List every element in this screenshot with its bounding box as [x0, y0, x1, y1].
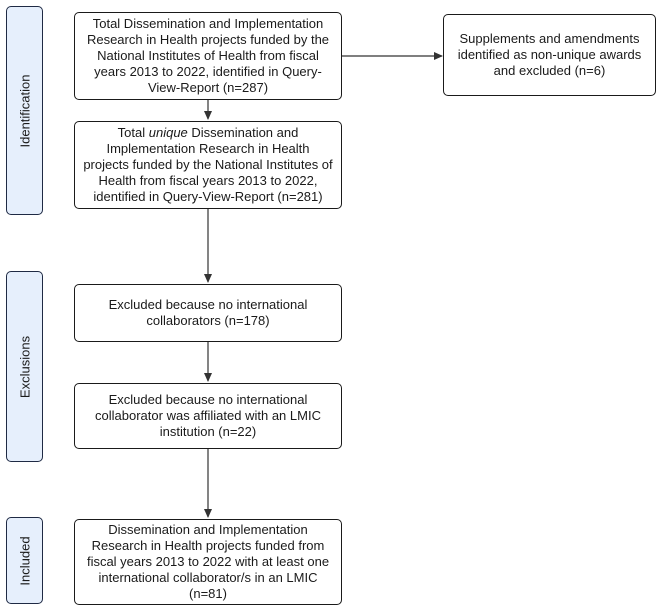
box-total-projects-text: Total Dissemination and Implementation R… — [86, 16, 330, 95]
box-included-final-text: Dissemination and Implementation Researc… — [86, 522, 330, 601]
box-excluded-no-lmic-text: Excluded because no international collab… — [95, 392, 321, 439]
phase-exclusions-label: Exclusions — [17, 335, 32, 398]
unique-emphasis: unique — [148, 125, 188, 140]
box-excluded-no-international: Excluded because no international collab… — [74, 284, 342, 342]
box-unique-projects-text: Total unique Dissemination and Implement… — [83, 125, 333, 205]
phase-identification: Identification — [6, 6, 43, 215]
box-supplements-excluded: Supplements and amendments identified as… — [443, 14, 656, 96]
phase-exclusions: Exclusions — [6, 271, 43, 462]
unique-prefix: Total — [117, 125, 149, 140]
phase-included: Included — [6, 517, 43, 604]
box-excluded-no-international-text: Excluded because no international collab… — [108, 297, 308, 328]
box-unique-projects: Total unique Dissemination and Implement… — [74, 121, 342, 209]
box-total-projects: Total Dissemination and Implementation R… — [74, 12, 342, 100]
box-included-final: Dissemination and Implementation Researc… — [74, 519, 342, 605]
phase-identification-label: Identification — [17, 74, 32, 147]
phase-included-label: Included — [17, 535, 32, 586]
unique-rest: Dissemination and Implementation Researc… — [83, 125, 333, 204]
box-supplements-excluded-text: Supplements and amendments identified as… — [457, 31, 642, 78]
box-excluded-no-lmic: Excluded because no international collab… — [74, 383, 342, 449]
